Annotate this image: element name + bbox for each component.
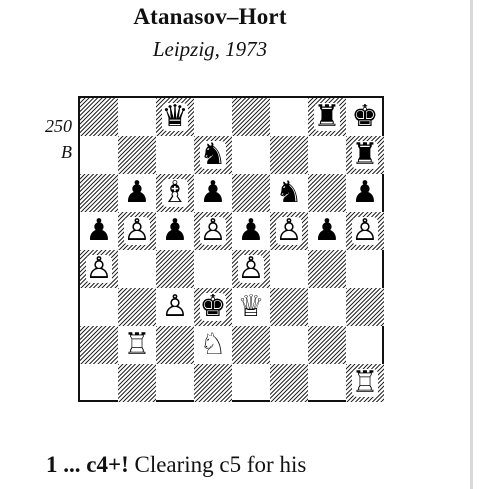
black-pawn-h6-icon: ♟ xyxy=(351,175,379,210)
square-h3 xyxy=(346,288,384,326)
square-f1 xyxy=(270,364,308,402)
white-bishop-c6-icon: ♗ xyxy=(161,175,189,210)
black-knight-f6-icon: ♞ xyxy=(275,175,303,210)
square-f3 xyxy=(270,288,308,326)
square-c7 xyxy=(156,136,194,174)
white-pawn-c3-icon: ♙ xyxy=(161,289,189,324)
white-knight-d2-icon: ♘ xyxy=(199,327,227,362)
square-d1 xyxy=(194,364,232,402)
black-king-d3-icon: ♚ xyxy=(199,289,227,324)
black-pawn-b6-icon: ♟ xyxy=(123,175,151,210)
black-rook-g8-icon: ♜ xyxy=(313,99,341,134)
square-e7 xyxy=(232,136,270,174)
square-g6 xyxy=(308,174,346,212)
square-a3 xyxy=(80,288,118,326)
move-notation: 1 ... c4+! xyxy=(46,452,129,477)
white-pawn-d5-icon: ♙ xyxy=(199,213,227,248)
square-f4 xyxy=(270,250,308,288)
square-b7 xyxy=(118,136,156,174)
black-rook-h7-icon: ♜ xyxy=(351,137,379,172)
page-edge-rule xyxy=(470,0,473,489)
square-f2 xyxy=(270,326,308,364)
square-h2 xyxy=(346,326,384,364)
square-b8 xyxy=(118,98,156,136)
white-pawn-f5-icon: ♙ xyxy=(275,213,303,248)
white-pawn-h5-icon: ♙ xyxy=(351,213,379,248)
diagram-number: 250 xyxy=(45,116,72,136)
game-location: Leipzig, 1973 xyxy=(152,37,268,61)
square-b1 xyxy=(118,364,156,402)
square-h4 xyxy=(346,250,384,288)
square-c2 xyxy=(156,326,194,364)
square-a7 xyxy=(80,136,118,174)
black-pawn-d6-icon: ♟ xyxy=(199,175,227,210)
square-g3 xyxy=(308,288,346,326)
white-rook-b2-icon: ♖ xyxy=(123,327,151,362)
square-g1 xyxy=(308,364,346,402)
square-b3 xyxy=(118,288,156,326)
square-a2 xyxy=(80,326,118,364)
square-d4 xyxy=(194,250,232,288)
square-e8 xyxy=(232,98,270,136)
black-pawn-a5-icon: ♟ xyxy=(85,213,113,248)
square-a1 xyxy=(80,364,118,402)
side-to-move: B xyxy=(61,142,72,162)
square-d8 xyxy=(194,98,232,136)
white-pawn-a4-icon: ♙ xyxy=(85,251,113,286)
chess-board: ♛♜♚♞♜♟♗♟♞♟♟♙♟♙♟♙♟♙♙♙♙♚♕♖♘♖ xyxy=(78,96,384,402)
black-queen-c8-icon: ♛ xyxy=(161,99,189,134)
square-f8 xyxy=(270,98,308,136)
square-e1 xyxy=(232,364,270,402)
white-queen-e3-icon: ♕ xyxy=(237,289,265,324)
square-f7 xyxy=(270,136,308,174)
black-pawn-e5-icon: ♟ xyxy=(237,213,265,248)
black-pawn-c5-icon: ♟ xyxy=(161,213,189,248)
square-g7 xyxy=(308,136,346,174)
black-king-h8-icon: ♚ xyxy=(351,99,379,134)
square-g2 xyxy=(308,326,346,364)
square-a8 xyxy=(80,98,118,136)
commentary-line: 1 ... c4+! Clearing c5 for his xyxy=(46,452,306,478)
white-pawn-b5-icon: ♙ xyxy=(123,213,151,248)
square-c4 xyxy=(156,250,194,288)
square-e2 xyxy=(232,326,270,364)
white-rook-h1-icon: ♖ xyxy=(351,365,379,400)
square-g4 xyxy=(308,250,346,288)
square-c1 xyxy=(156,364,194,402)
black-knight-d7-icon: ♞ xyxy=(199,137,227,172)
square-b4 xyxy=(118,250,156,288)
square-a6 xyxy=(80,174,118,212)
commentary-text: Clearing c5 for his xyxy=(128,452,307,477)
white-pawn-e4-icon: ♙ xyxy=(237,251,265,286)
square-e6 xyxy=(232,174,270,212)
game-title: Atanasov–Hort xyxy=(133,4,287,29)
black-pawn-g5-icon: ♟ xyxy=(313,213,341,248)
